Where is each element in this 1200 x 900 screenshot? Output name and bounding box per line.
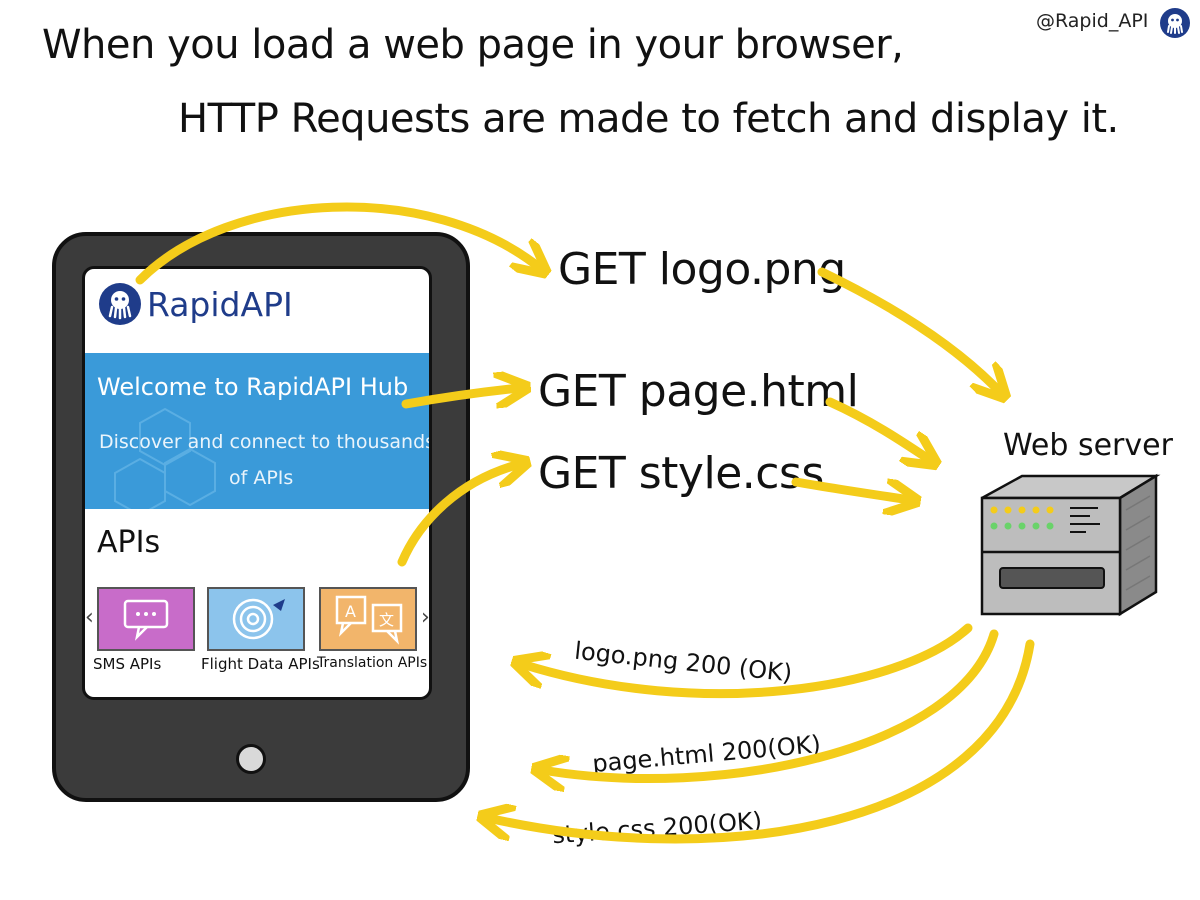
translation-apis-label: Translation APIs	[317, 655, 428, 671]
arrow-logo-request	[135, 202, 540, 285]
translation-apis-card[interactable]: A 文	[319, 587, 417, 651]
sms-apis-label: SMS APIs	[93, 655, 162, 673]
brand-name: RapidAPI	[147, 285, 293, 324]
twitter-handle: @Rapid_API	[1036, 10, 1149, 32]
arrow-style-response	[488, 639, 1035, 844]
svg-text:文: 文	[379, 611, 394, 629]
arrow-page-response	[542, 629, 999, 779]
rapidapi-logo-icon	[99, 283, 141, 325]
headline-line-1: When you load a web page in your browser…	[42, 22, 904, 68]
hero-subtitle-line-1: Discover and connect to thousands	[99, 431, 432, 453]
arrow-style-to-server	[791, 477, 910, 500]
rapidapi-octopus-icon	[1160, 8, 1190, 38]
hero-title: Welcome to RapidAPI Hub	[97, 373, 409, 401]
hero-banner: Welcome to RapidAPI Hub Discover and con…	[85, 353, 432, 509]
hero-subtitle-line-2: of APIs	[229, 467, 294, 489]
carousel-next-arrow[interactable]: ›	[421, 605, 430, 630]
request-logo-png: GET logo.png	[558, 244, 846, 295]
chat-bubble-icon	[123, 599, 169, 641]
sms-apis-card[interactable]	[97, 587, 195, 651]
headline-line-2: HTTP Requests are made to fetch and disp…	[178, 96, 1119, 142]
arrow-page-to-server	[825, 397, 930, 460]
tablet-screen: RapidAPI Welcome to RapidAPI Hub Discove…	[82, 266, 432, 700]
hero-hex-pattern	[114, 407, 216, 509]
apis-section-title: APIs	[97, 525, 161, 560]
arrow-style-request	[397, 464, 520, 567]
request-style-css: GET style.css	[538, 448, 824, 499]
request-page-html: GET page.html	[538, 366, 859, 417]
translate-icon: A 文	[335, 595, 403, 645]
tablet-home-button	[236, 744, 266, 774]
web-server-icon	[980, 473, 1161, 617]
arrow-logo-to-server	[817, 267, 1000, 392]
arrow-logo-response	[522, 623, 973, 699]
flight-data-apis-label: Flight Data APIs	[201, 655, 320, 673]
target-plane-icon	[232, 598, 285, 640]
flight-data-apis-card[interactable]	[207, 587, 305, 651]
svg-text:A: A	[345, 602, 356, 621]
arrow-page-request	[401, 388, 520, 409]
carousel-prev-arrow[interactable]: ‹	[85, 605, 94, 630]
web-server-label: Web server	[1003, 428, 1173, 463]
